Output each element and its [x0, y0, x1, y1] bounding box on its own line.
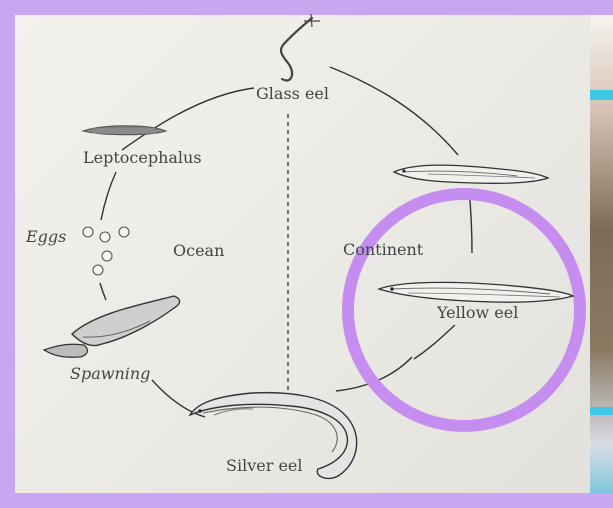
- ocean-label: Ocean: [173, 243, 224, 259]
- leptocephalus-label: Leptocephalus: [83, 150, 202, 166]
- silver-eel-label: Silver eel: [226, 458, 303, 474]
- cycle-arc-right-lower: [414, 325, 455, 359]
- spawning-eel-icon: [44, 296, 180, 357]
- yellow-eel-icon: [379, 282, 573, 302]
- cycle-arc-left-lower: [100, 283, 106, 300]
- glass-eel-label: Glass eel: [256, 86, 329, 102]
- glass-eel-icon: [281, 14, 320, 81]
- egg-icon: [83, 227, 129, 275]
- cycle-arc-top-left: [122, 88, 254, 150]
- yellow-eel-label: Yellow eel: [437, 305, 518, 321]
- leptocephalus-icon: [83, 126, 166, 135]
- eggs-label: Eggs: [26, 229, 66, 245]
- cycle-arc-top-right: [330, 67, 458, 155]
- cycle-arc-left-upper: [101, 172, 116, 220]
- elver-icon: [394, 165, 548, 183]
- spawning-label: Spawning: [70, 366, 150, 382]
- continent-label: Continent: [343, 242, 423, 258]
